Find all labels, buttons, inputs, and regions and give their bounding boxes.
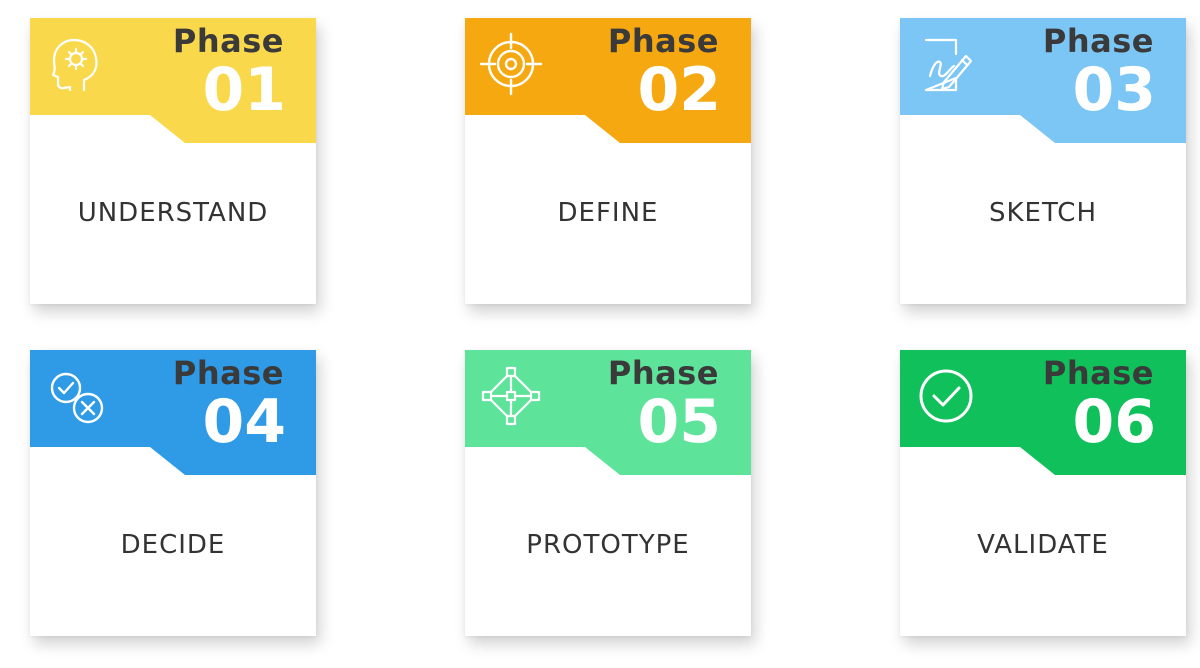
head-gears-icon: [44, 32, 108, 96]
header-band: [465, 350, 751, 475]
phase-header-4: Phase 04: [30, 350, 316, 475]
phase-label: VALIDATE: [977, 530, 1109, 560]
phase-label: DECIDE: [120, 530, 226, 560]
header-band: [465, 18, 751, 143]
phase-card-1: Phase 01 UNDERSTAND: [30, 18, 316, 304]
sketch-pen-icon: [914, 32, 978, 96]
phase-number: 03: [1072, 55, 1157, 125]
phase-number: 04: [202, 387, 287, 457]
target-icon: [479, 32, 543, 96]
header-band: [30, 18, 316, 143]
phase-header-5: Phase 05: [465, 350, 751, 475]
header-band: [900, 18, 1186, 143]
phase-label: SKETCH: [988, 198, 1098, 228]
phase-word: Phase: [607, 354, 719, 392]
phase-word: Phase: [172, 354, 284, 392]
header-band: [900, 350, 1186, 475]
phase-label: PROTOTYPE: [526, 530, 690, 560]
phase-header-2: Phase 02: [465, 18, 751, 143]
check-cross-icon: [44, 364, 108, 428]
phase-card-5: Phase 05 PROTOTYPE: [465, 350, 751, 636]
header-band: [30, 350, 316, 475]
phase-card-6: Phase 06 VALIDATE: [900, 350, 1186, 636]
phase-header-3: Phase 03: [900, 18, 1186, 143]
phase-label: UNDERSTAND: [77, 198, 269, 228]
phase-header-6: Phase 06: [900, 350, 1186, 475]
check-circle-icon: [914, 364, 978, 428]
phase-number: 06: [1072, 387, 1157, 457]
phase-card-2: Phase 02 DEFINE: [465, 18, 751, 304]
prototype-nodes-icon: [479, 364, 543, 428]
phase-word: Phase: [607, 22, 719, 60]
phase-word: Phase: [1042, 22, 1154, 60]
phase-number: 02: [637, 55, 722, 125]
phase-label: DEFINE: [557, 198, 659, 228]
phase-card-4: Phase 04 DECIDE: [30, 350, 316, 636]
phase-number: 05: [637, 387, 722, 457]
phase-number: 01: [202, 55, 287, 125]
phase-header-1: Phase 01: [30, 18, 316, 143]
phase-word: Phase: [172, 22, 284, 60]
phase-card-3: Phase 03 SKETCH: [900, 18, 1186, 304]
phase-word: Phase: [1042, 354, 1154, 392]
